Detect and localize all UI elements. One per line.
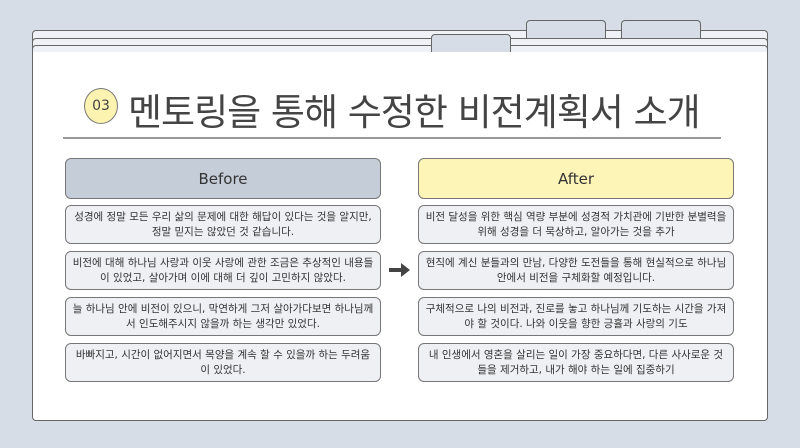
after-item: 현직에 계신 분들과의 만남, 다양한 도전들을 통해 현실적으로 하나님 안에…: [418, 251, 734, 290]
after-item: 구체적으로 나의 비전과, 진로를 놓고 하나님께 기도하는 시간을 가져야 할…: [418, 297, 734, 336]
folder-tab: [431, 34, 511, 53]
before-item: 성경에 정말 모든 우리 삶의 문제에 대한 해답이 있다는 것을 알지만, 정…: [65, 205, 381, 244]
after-header: After: [418, 158, 734, 199]
before-item: 늘 하나님 안에 비전이 있으니, 막연하게 그저 살아가다보면 하나님께서 인…: [65, 297, 381, 336]
divider: [63, 137, 721, 139]
section-number-badge: 03: [84, 88, 118, 124]
page-title: 멘토링을 통해 수정한 비전계획서 소개: [128, 91, 701, 134]
before-item: 바빠지고, 시간이 없어지면서 목양을 계속 할 수 있을까 하는 두려움이 있…: [65, 343, 381, 382]
folder-tab: [526, 20, 606, 38]
before-item: 비전에 대해 하나님 사랑과 이웃 사랑에 관한 조금은 추상적인 내용들이 있…: [65, 251, 381, 290]
after-item: 내 인생에서 영혼을 살리는 일이 가장 중요하다면, 다른 사사로운 것들을 …: [418, 343, 734, 382]
before-header: Before: [65, 158, 381, 199]
after-item: 비전 달성을 위한 핵심 역량 부분에 성경적 가치관에 기반한 분별력을 위해…: [418, 205, 734, 244]
folder-tab: [621, 20, 701, 38]
arrow-right-icon: [389, 263, 410, 277]
